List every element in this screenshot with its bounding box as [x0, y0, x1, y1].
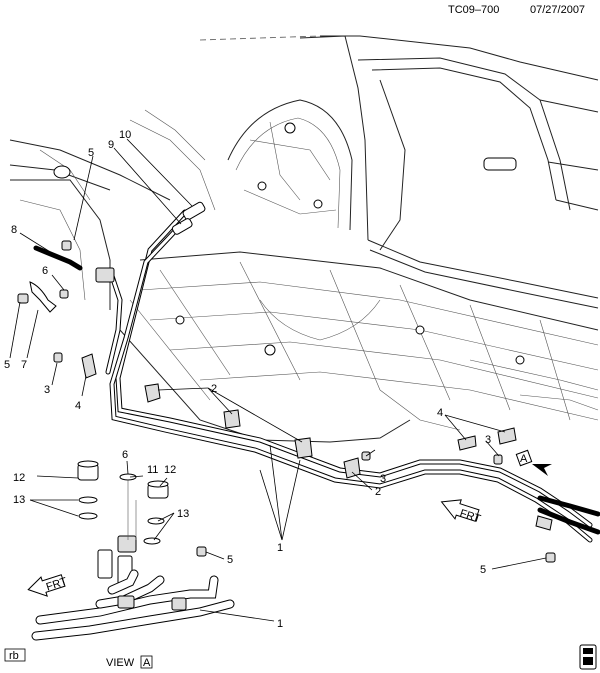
callout-4: 4: [75, 400, 81, 412]
footer: rb VIEW A: [4, 644, 597, 670]
view-marker-letter: A: [520, 453, 528, 465]
view-a-marker: A: [515, 449, 552, 476]
clip: [196, 546, 207, 557]
callout-5: 5: [227, 554, 233, 566]
left-small-parts: [17, 240, 97, 379]
floor-plug: [264, 344, 276, 356]
diagram-code: TC09–700: [448, 4, 499, 16]
view-label: VIEW: [106, 657, 135, 669]
callout-12: 12: [13, 472, 25, 484]
fuel-line-fitting: [182, 201, 206, 221]
pipe-clip: [294, 437, 313, 459]
callout-3: 3: [485, 434, 491, 446]
callout-13: 13: [177, 508, 189, 520]
hose-clamp: [117, 595, 135, 609]
view-letter: A: [143, 657, 151, 669]
callout-2: 2: [211, 383, 217, 395]
rb-badge: [4, 648, 26, 662]
forward-arrow-right: FRT: [440, 499, 482, 526]
body-plug: [313, 199, 323, 209]
grommet: [17, 293, 29, 304]
hose-clamp: [171, 597, 187, 611]
floor-plug: [515, 355, 525, 365]
washer: [143, 537, 161, 545]
callout-5: 5: [88, 147, 94, 159]
fitting-group: [95, 201, 206, 283]
callout-13: 13: [13, 494, 25, 506]
vent-hose: [29, 281, 57, 313]
callout-7: 7: [21, 359, 27, 371]
floor-plug: [415, 325, 425, 335]
washer: [78, 496, 98, 504]
callout-numbers: 10 9 5 8 6 5 7 3 4 2 4 3 3 2 12 13 6 11 …: [4, 129, 491, 630]
view-direction-arrow: [532, 464, 552, 476]
right-fittings: [361, 427, 600, 563]
view-a-hoses: [31, 569, 235, 641]
vehicle-body-outline: [199, 35, 599, 309]
body-plug: [257, 181, 267, 191]
callout-6: 6: [122, 449, 128, 461]
rb-badge-label: rb: [9, 650, 19, 662]
callout-12: 12: [164, 464, 176, 476]
diagram-date: 07/27/2007: [530, 4, 585, 16]
callout-10: 10: [119, 129, 131, 141]
connector: [497, 427, 517, 445]
callout-6: 6: [42, 265, 48, 277]
pipe-clip: [223, 409, 241, 429]
pipe-clip: [144, 383, 161, 403]
clip: [59, 289, 69, 299]
leader-lines: [9, 138, 547, 622]
body-plug: [284, 122, 296, 134]
grommet: [545, 552, 556, 563]
callout-8: 8: [11, 224, 17, 236]
bracket: [117, 535, 137, 553]
clip: [53, 352, 63, 363]
callout-5: 5: [4, 359, 10, 371]
isolator: [97, 549, 113, 579]
left-rear-structure: [9, 109, 216, 310]
callout-9: 9: [108, 139, 114, 151]
callout-2: 2: [375, 486, 381, 498]
body-plug: [53, 165, 71, 179]
pipe-bracket: [95, 267, 115, 283]
view-a-detail: [77, 460, 207, 585]
callout-4: 4: [437, 407, 443, 419]
callout-1: 1: [277, 542, 283, 554]
washer: [147, 517, 165, 525]
fwd-label: FRT: [45, 576, 69, 594]
forward-arrow-left: FRT: [27, 574, 69, 597]
connector: [457, 435, 477, 451]
rear-wheelhouse: [227, 99, 353, 231]
floor-plug: [175, 315, 185, 325]
pipe-bundle: [105, 209, 593, 543]
callout-5: 5: [480, 564, 486, 576]
callout-11: 11: [147, 464, 158, 476]
callout-3: 3: [380, 473, 386, 485]
washer: [78, 512, 98, 520]
callout-1: 1: [277, 618, 283, 630]
pipe-clip: [343, 457, 361, 479]
bracket: [81, 353, 97, 379]
clip: [493, 454, 503, 465]
vehicle-icon: [579, 644, 597, 670]
pipe-clips: [144, 383, 361, 479]
door-handle: [483, 157, 517, 171]
underbody-floor-pan: [119, 251, 599, 443]
view-letter-box: [140, 655, 153, 669]
callout-3: 3: [44, 384, 50, 396]
connector: [535, 515, 553, 531]
clip: [61, 240, 72, 251]
